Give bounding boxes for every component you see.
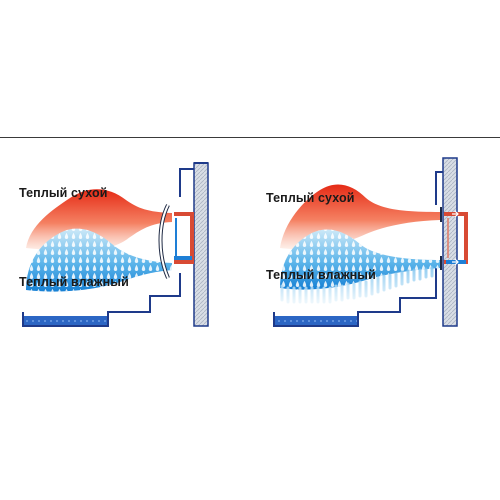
right-diagram (273, 157, 468, 327)
right-ceiling-outline (435, 171, 443, 205)
left-warm-dry-label: Теплый сухой (19, 186, 108, 200)
top-divider-line (0, 137, 500, 138)
left-diagram (22, 162, 209, 327)
right-wall (442, 157, 458, 327)
left-droplets (26, 228, 172, 292)
left-warm-humid-label: Теплый влажный (19, 275, 129, 289)
right-falling-streams (280, 266, 434, 304)
right-water (275, 316, 357, 325)
right-recuperator (440, 207, 468, 270)
right-warm-humid-label: Теплый влажный (266, 268, 376, 282)
left-floor-outline (22, 273, 181, 327)
right-warm-dry-label: Теплый сухой (266, 191, 355, 205)
left-water (24, 316, 107, 325)
left-wall (193, 162, 209, 327)
left-recuperator (158, 204, 194, 279)
right-droplets (280, 229, 440, 290)
left-ceiling-outline (179, 168, 194, 197)
right-floor-outline (273, 268, 437, 327)
